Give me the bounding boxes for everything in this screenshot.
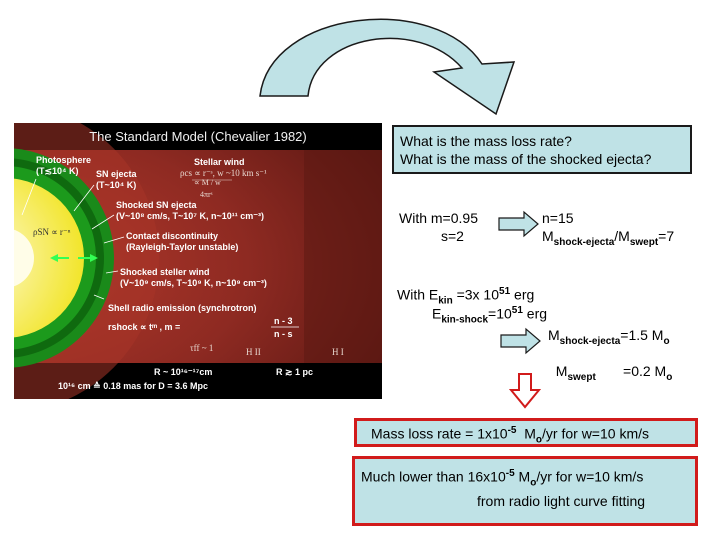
question-mass-loss: What is the mass loss rate? [400,133,572,149]
curved-flow-arrow [259,18,516,116]
pointer-shell-radio [93,294,105,300]
label-sn-ejecta: SN ejecta(T~10⁴ K) [96,169,137,190]
label-stellar-wind: Stellar wind [194,157,245,167]
label-photosphere: Photosphere(T≲10⁴ K) [36,155,92,176]
label-rshock: rshock ∝ tᵐ , m = [108,322,181,332]
label-radius: R ~ 10¹⁶⁻¹⁷cm [154,367,213,377]
label-wind-frac-num: ∝ M / w [194,178,221,187]
label-scale: 10¹⁶ cm ≙ 0.18 mas for D = 3.6 Mpc [58,381,208,391]
param-m: With m=0.95 [399,210,478,226]
pointer-photosphere [21,178,37,216]
label-tau-ff: τff ~ 1 [190,343,214,353]
label-shocked-ejecta: Shocked SN ejecta(V~10⁸ cm/s, T~10⁷ K, n… [116,200,265,221]
arrow-right-2 [500,327,541,355]
ejecta-core [14,178,84,338]
label-hi: H I [332,347,344,357]
comparison-box: Much lower than 16x10-5 Mo/yr for w=10 k… [352,456,698,526]
energy-kin: With Ekin =3x 1051 erg [397,286,535,307]
param-n: n=15 [542,210,574,226]
standard-model-figure: The Standard Model (Chevalier 1982) Phot… [14,123,382,399]
label-shell-radio: Shell radio emission (synchrotron) [108,303,257,313]
arrow-down-red [509,373,541,409]
hi-region [304,150,382,363]
pointer-sn-ejecta [73,184,95,212]
param-s: s=2 [441,228,464,244]
label-radius-pc: R ≳ 1 pc [276,367,314,377]
label-rho-sn: ρSN ∝ r⁻ⁿ [33,227,71,237]
mass-swept: Mswept =0.2 Mo [555,363,673,383]
mass-shock-ejecta: Mshock-ejecta=1.5 Mo [548,327,670,347]
arrow-out-head [90,254,98,262]
arrow-in-head [50,254,58,262]
label-shocked-wind: Shocked steller wind(V~10⁹ cm/s, T~10⁹ K… [120,267,267,288]
energy-kin-shock: Ekin-shock=1051 erg [432,305,548,326]
param-ratio: Mshock-ejecta/Mswept=7 [542,228,675,248]
mass-loss-result-box: Mass loss rate = 1x10-5 Mo/yr for w=10 k… [354,418,698,447]
question-box: What is the mass loss rate? What is the … [392,125,692,174]
comparison-line-1: Much lower than 16x10-5 Mo/yr for w=10 k… [361,468,644,489]
label-frac-den: n - s [274,329,293,339]
question-shocked-mass: What is the mass of the shocked ejecta? [400,151,652,167]
label-stellar-wind-eq: ρcs ∝ r⁻ˢ, w ~10 km s⁻¹ [180,168,267,178]
label-frac-num: n - 3 [274,316,293,326]
label-wind-frac-den: 4πrˢ [200,190,213,199]
pointer-shocked-ejecta [91,214,115,230]
label-contact: Contact discontinuity(Rayleigh-Taylor un… [126,231,239,252]
pointer-shocked-wind [105,270,119,274]
label-hii: H II [246,347,261,357]
photosphere [14,229,34,287]
figure-title: The Standard Model (Chevalier 1982) [89,129,307,144]
comparison-line-2: from radio light curve fitting [477,493,646,510]
arrow-right-1 [498,210,539,238]
pointer-contact [103,236,125,244]
model-graphic [14,123,382,399]
